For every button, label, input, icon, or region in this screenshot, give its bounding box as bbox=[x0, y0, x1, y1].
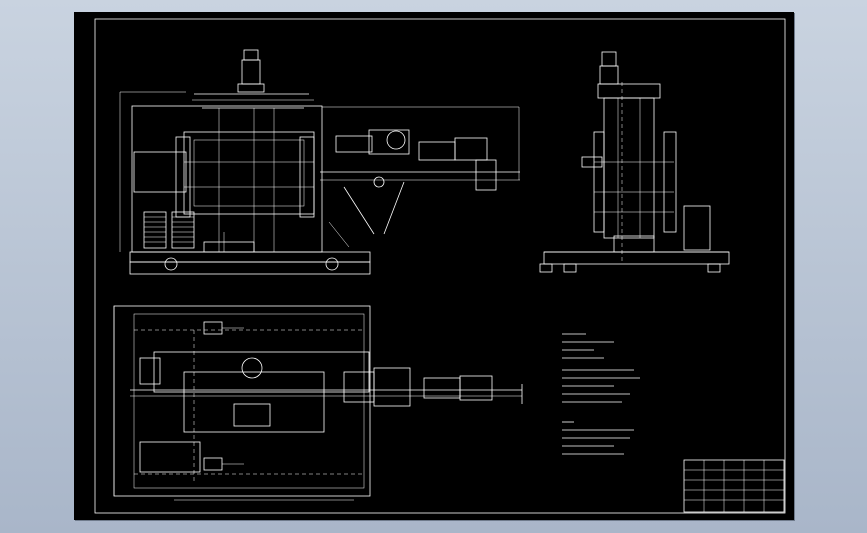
technical-notes bbox=[562, 333, 640, 455]
top-view bbox=[113, 305, 523, 501]
spring-stack-right bbox=[171, 211, 195, 249]
side-view bbox=[539, 51, 730, 273]
drawing-sheet bbox=[74, 12, 794, 520]
front-view bbox=[119, 49, 520, 275]
drawing-canvas bbox=[94, 18, 786, 514]
inner-border bbox=[94, 18, 786, 514]
title-block bbox=[683, 459, 785, 513]
spring-stack-left bbox=[143, 211, 167, 249]
